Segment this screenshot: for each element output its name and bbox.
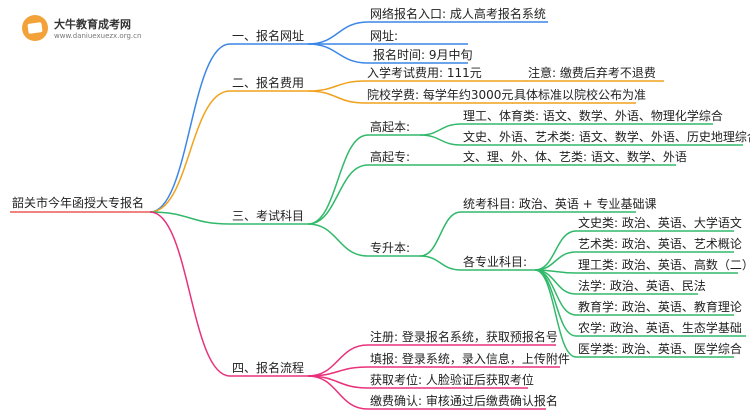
branch-1-connector	[149, 43, 231, 213]
branch-4-item: 缴费确认: 审核通过后缴费确认报名	[370, 394, 558, 408]
branch-2-note: 注意: 缴费后弃考不退费	[528, 66, 656, 80]
branch-3-label: 三、考试科目	[232, 209, 305, 223]
branch-3-child-connector	[307, 134, 369, 225]
branch-3-child-connector	[307, 223, 369, 257]
branch-3-subitem: 理工、体育类: 语文、数学、外语、物理化学综合	[463, 109, 723, 123]
major-item: 农学: 政治、英语、生态学基础	[578, 321, 742, 335]
branch-3-subitem: 文、理、外、体、艺类: 语文、数学、外语	[463, 150, 687, 164]
branch-1-child-connector	[307, 43, 369, 64]
branch-2-child-connector	[307, 90, 366, 104]
site-logo: 大牛教育成考网 www.daniuexuezx.org.cn	[14, 12, 141, 48]
branch-4-label: 四、报名流程	[232, 361, 305, 375]
branch-4-item: 获取考位: 人脸验证后获取考位	[370, 373, 534, 387]
branch-3-sub: 高起本:	[370, 120, 411, 134]
gqb-connector	[419, 123, 462, 136]
branch-1-item: 报名时间: 9月中旬	[373, 48, 473, 62]
major-item: 法学: 政治、英语、民法	[578, 279, 706, 293]
branch-3-connector	[149, 211, 231, 225]
branch-2-connector	[149, 90, 231, 213]
branch-2-item: 院校学费: 每学年约3000元	[367, 88, 514, 102]
logo-url: www.daniuexuezx.org.cn	[54, 32, 142, 40]
major-connector	[534, 269, 577, 337]
major-connector	[534, 230, 577, 271]
branch-4-item: 注册: 登录报名系统，获取预报名号	[370, 330, 558, 344]
branch-4-item: 填报: 登录系统，录入信息，上传附件	[370, 352, 570, 366]
branch-2-item: 入学考试费用: 111元	[367, 66, 482, 80]
major-connector	[534, 251, 577, 271]
branch-1-item: 网络报名入口: 成人高考报名系统	[370, 7, 546, 21]
major-item: 文史类: 政治、英语、大学语文	[578, 216, 742, 230]
major-connector	[534, 269, 577, 358]
branch-2-note: 具体标准以院校公布为准	[514, 88, 647, 102]
branch-2-label: 二、报名费用	[232, 76, 305, 90]
branch-3-sub: 高起专:	[370, 150, 411, 164]
major-item: 艺术类: 政治、英语、艺术概论	[578, 237, 742, 251]
major-item: 教育学: 政治、英语、教育理论	[578, 300, 742, 314]
branch-3-subitem: 统考科目: 政治、英语 + 专业基础课	[463, 197, 657, 211]
major-item: 理工类: 政治、英语、高数（二）	[578, 258, 750, 272]
zsb-connector	[419, 255, 462, 271]
branch-3-sub: 专升本:	[370, 241, 411, 255]
mindmap-root: 韶关市今年函授大专报名	[12, 196, 145, 210]
branch-1-label: 一、报名网址	[232, 29, 305, 43]
zsb-connector	[419, 211, 462, 257]
gqb-connector	[419, 134, 462, 146]
branch-4-child-connector	[307, 375, 369, 410]
branch-1-child-connector	[307, 21, 369, 45]
branch-3-group: 各专业科目:	[463, 255, 528, 269]
branch-3-child-connector	[307, 164, 369, 225]
branch-4-connector	[149, 211, 231, 377]
major-item: 医学类: 政治、英语、医学综合	[578, 342, 742, 356]
logo-name: 大牛教育成考网	[54, 18, 131, 31]
branch-3-subitem: 文史、外语、艺术类: 语文、数学、外语、历史地理综合	[463, 130, 750, 144]
branch-1-item: 网址:	[370, 29, 399, 43]
branch-2-child-connector	[307, 80, 366, 92]
